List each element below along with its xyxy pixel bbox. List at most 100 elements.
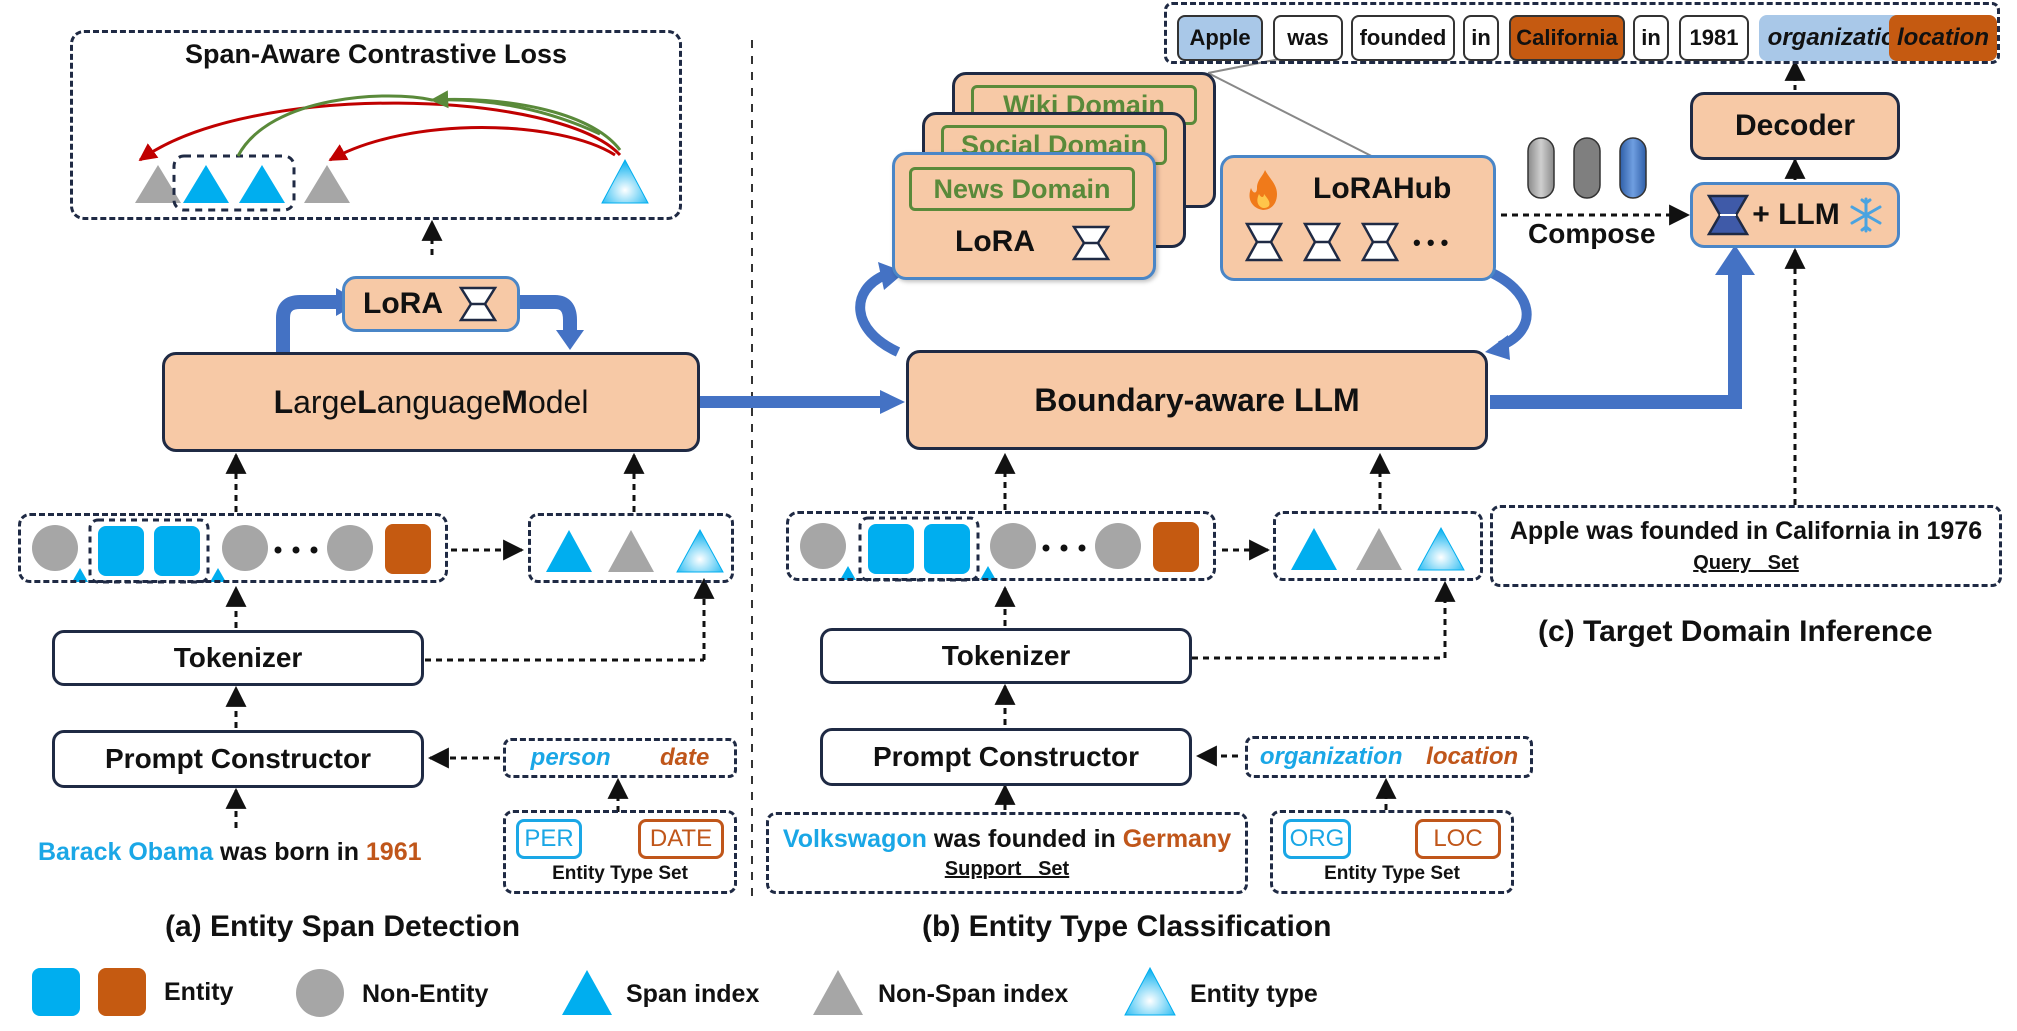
lora-pill — [1619, 137, 1647, 199]
output-token: founded — [1351, 15, 1455, 61]
repel-arrow — [138, 101, 622, 162]
sentence-text: was born in — [213, 838, 366, 866]
type-tag-loc-label: LOC — [1433, 825, 1483, 852]
entity-token — [868, 524, 914, 574]
tokenizer-label: Tokenizer — [173, 642, 303, 673]
lora-pill — [1527, 137, 1555, 199]
entity-type-triangle — [1417, 526, 1465, 571]
lora-label: LoRA — [955, 225, 1035, 258]
ellipsis: • • • — [1413, 230, 1449, 255]
llm-label-part: anguage — [376, 383, 502, 420]
support-caption: Support Set — [944, 858, 1070, 880]
llm-inference-arrow — [1490, 270, 1742, 409]
domain-loop-arrow — [1483, 265, 1532, 351]
span-marker — [840, 566, 856, 580]
type-set-caption: Entity Type Set — [1324, 863, 1460, 884]
caption-b: (b) Entity Type Classification — [922, 910, 1332, 943]
prompt-constructor-box: Prompt Constructor — [52, 730, 424, 788]
sentence-entity: Barack Obama — [38, 838, 214, 866]
input-sentence-a: Barack Obama was born in 1961 — [38, 838, 422, 867]
legend-non-entity — [296, 969, 344, 1017]
type-tag-org: ORG — [1283, 819, 1351, 859]
llm-label-part: odel — [527, 383, 589, 420]
domain-loop-arrowhead — [878, 262, 905, 290]
token-sequence-box — [786, 511, 1216, 581]
llm-label-initial: M — [501, 383, 528, 420]
type-location: location — [1426, 743, 1519, 770]
repel-arrow — [328, 126, 616, 162]
type-tag-per: PER — [516, 819, 582, 859]
non-span-triangle — [304, 165, 350, 203]
non-span-triangle — [1356, 528, 1402, 570]
support-place: Germany — [1122, 825, 1232, 853]
span-marker — [72, 568, 88, 582]
support-entity: Volkswagon — [782, 825, 927, 853]
flame-icon — [1249, 170, 1277, 210]
entity-type-set-a: PER DATE Entity Type Set — [503, 810, 737, 894]
llm-inference-block: + LLM — [1690, 182, 1900, 248]
lora-adapters-icon — [1244, 222, 1400, 262]
non-entity-circle — [990, 523, 1036, 569]
attract-arrow-head — [430, 90, 601, 136]
domain-loop-arrow — [855, 270, 901, 357]
entity-type-set-b: ORG LOC Entity Type Set — [1270, 810, 1514, 894]
llm-label-initial: L — [357, 383, 377, 420]
output-token-bar: Apple was founded in California in 1981 … — [1164, 2, 2000, 64]
lora-adapter-icon — [1707, 194, 1750, 236]
contrastive-loss-panel: Span-Aware Contrastive Loss — [70, 30, 682, 220]
non-span-triangle — [135, 165, 181, 203]
prompt-constructor-label: Prompt Constructor — [105, 743, 371, 774]
type-organization: organization — [1259, 743, 1403, 770]
span-triangle — [183, 165, 229, 203]
type-tag-per-label: PER — [524, 825, 574, 852]
legend-non-span-index-label: Non-Span index — [878, 980, 1069, 1008]
entity-token — [154, 526, 200, 576]
lora-flow-arrow — [520, 295, 577, 332]
non-entity-circle — [222, 525, 268, 571]
llm-inference-arrowhead — [1715, 245, 1755, 275]
llm-label-initial: L — [273, 383, 294, 420]
non-span-triangle — [608, 530, 654, 572]
index-sequence-box — [528, 513, 734, 583]
legend-entity-type-label: Entity type — [1190, 980, 1318, 1008]
boundary-llm-block: Boundary-aware LLM — [906, 350, 1488, 450]
entity-token — [98, 526, 144, 576]
llm-transfer-arrowhead — [880, 390, 905, 414]
query-caption: Query Set — [1693, 552, 1799, 574]
type-tag-loc: LOC — [1415, 819, 1501, 859]
tokenizer-box: Tokenizer — [52, 630, 424, 686]
domain-label-news: News Domain — [909, 167, 1135, 211]
type-person: person — [530, 744, 611, 771]
domain-card-news: News Domain LoRA — [892, 152, 1156, 280]
lora-adapter-icon — [1071, 225, 1111, 261]
output-token: was — [1273, 15, 1343, 61]
caption-c: (c) Target Domain Inference — [1538, 615, 1933, 648]
type-tag-date: DATE — [638, 819, 724, 859]
span-triangle — [239, 165, 285, 203]
output-token: in — [1633, 15, 1669, 61]
decoder-label: Decoder — [1734, 109, 1856, 142]
legend-span-index-label: Span index — [626, 980, 760, 1008]
llm-label-part: arge — [293, 383, 358, 420]
entity-type-triangle — [601, 158, 649, 204]
compose-label: Compose — [1528, 218, 1656, 249]
type-prompt-box: person date — [503, 738, 737, 778]
span-marker — [980, 566, 996, 580]
output-token: 1981 — [1679, 15, 1749, 61]
lorahub-label: LoRAHub — [1313, 172, 1452, 205]
span-triangle — [1291, 528, 1337, 570]
token-sequence-box — [18, 513, 448, 583]
entity-token — [924, 524, 970, 574]
lora-flow-arrow — [276, 295, 340, 352]
tokenizer-box: Tokenizer — [820, 628, 1192, 684]
output-token: California — [1509, 15, 1625, 61]
lorahub-card: LoRAHub • • • — [1220, 155, 1496, 281]
output-token-type: location — [1889, 15, 1997, 61]
sentence-date: 1961 — [365, 838, 422, 866]
entity-token — [1153, 522, 1199, 572]
non-entity-circle — [327, 525, 373, 571]
query-set-box: Apple was founded in California in 1976 … — [1490, 505, 2002, 587]
domain-loop-arrowhead — [1485, 335, 1510, 360]
